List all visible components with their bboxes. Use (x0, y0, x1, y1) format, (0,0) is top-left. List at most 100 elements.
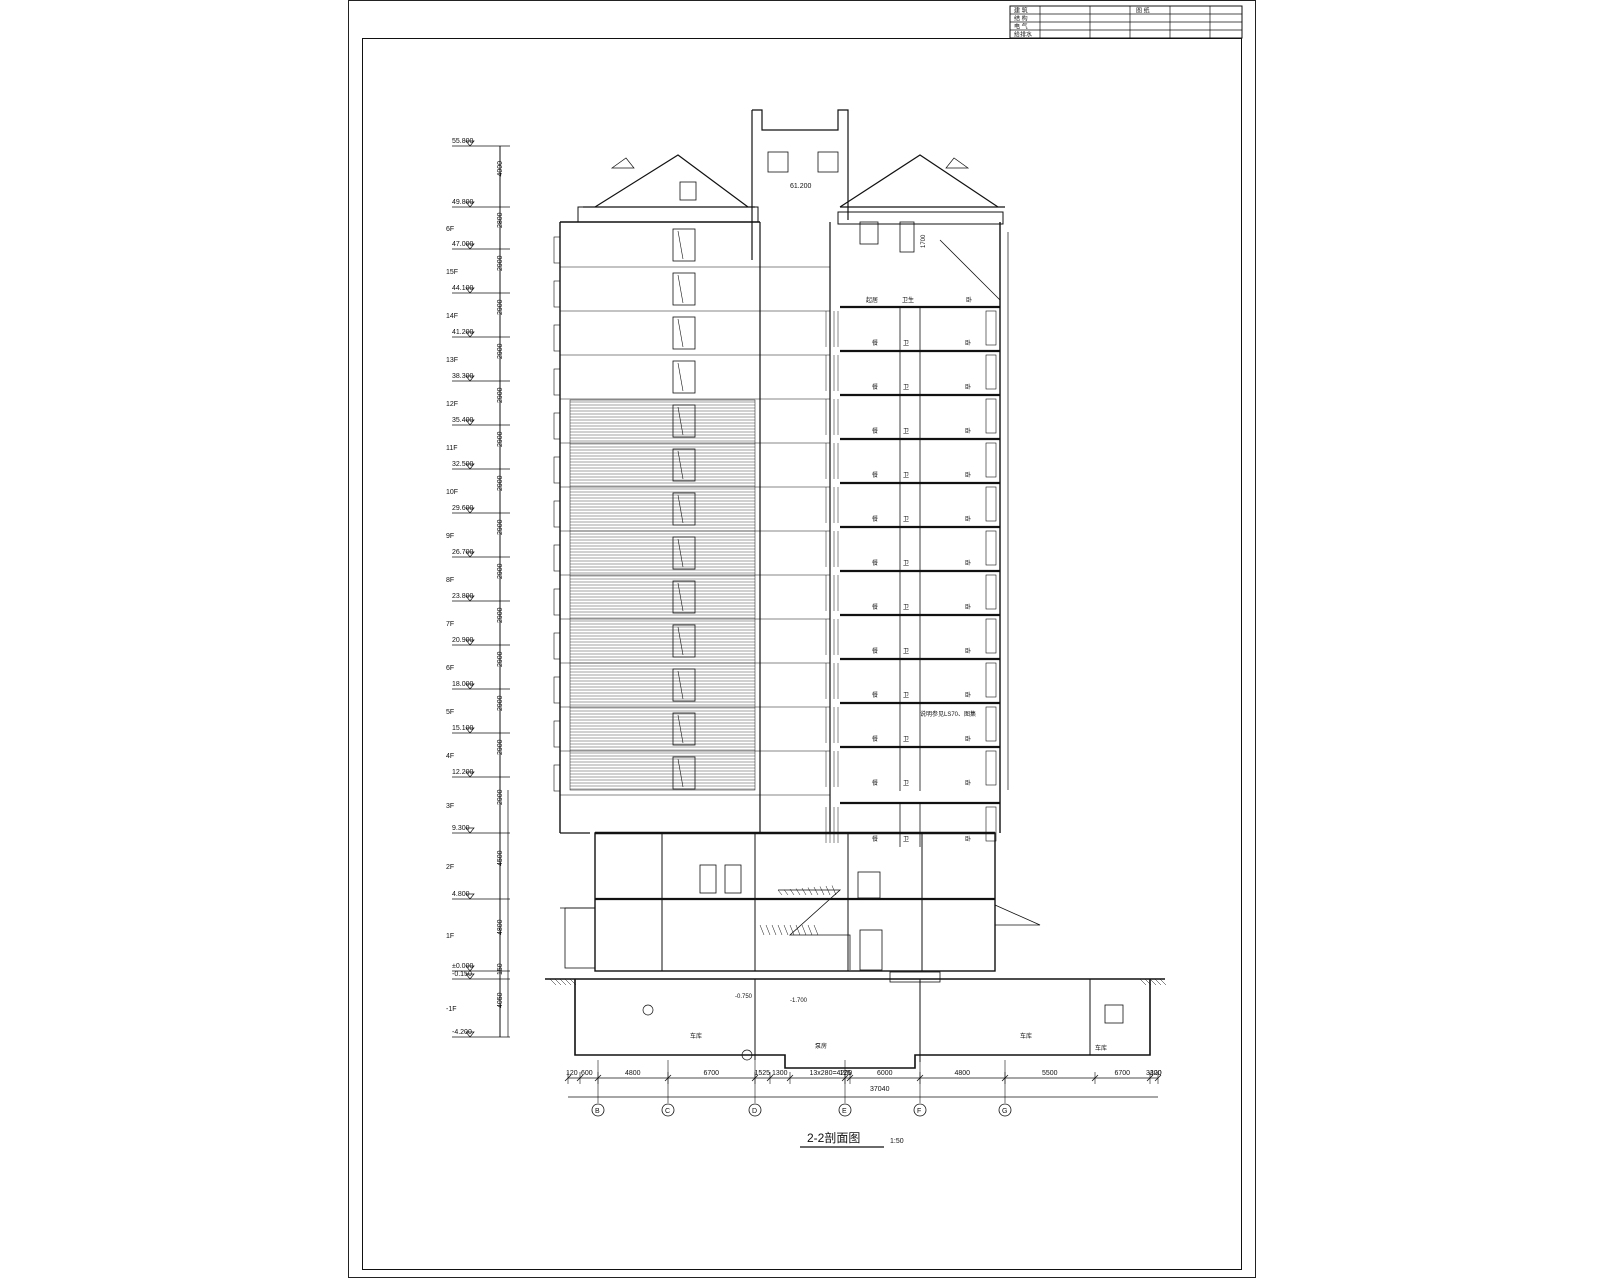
balcony-edge (553, 720, 561, 748)
window-left (672, 404, 696, 438)
podium-outline (594, 832, 996, 972)
stair-tread (771, 924, 777, 936)
floor-label: -1F (446, 1006, 457, 1013)
room-label: 卫 (903, 516, 909, 523)
level-value: 55.800 (452, 138, 474, 145)
bottom-dim-label: 13x280=4200 (810, 1070, 853, 1077)
balcony-edge (553, 280, 561, 308)
room-label: 卫 (903, 560, 909, 567)
level-marker-icon (465, 1031, 475, 1038)
window-glazing (677, 318, 684, 348)
ground-hatch (559, 978, 567, 986)
stair-tread (813, 886, 819, 896)
level-value: 41.200 (452, 329, 474, 336)
drawing-sheet (348, 0, 1256, 1278)
room-label: 卫 (903, 340, 909, 347)
machine-room-top (752, 109, 849, 220)
room-label: 卧 (965, 735, 971, 743)
grid-axis-label: C (665, 1108, 670, 1115)
room-label: 卧 (965, 471, 971, 479)
level-marker-icon (465, 973, 475, 980)
bottom-dim-label: 120 (1150, 1070, 1162, 1077)
room-label: 餐 (872, 603, 878, 611)
balcony-edge (553, 632, 561, 660)
window-left (672, 228, 696, 262)
basement-marker-icon (642, 1004, 654, 1016)
level-marker-icon (465, 375, 475, 382)
level-value: 9.300 (452, 825, 470, 832)
floor-label: 1F (446, 933, 454, 940)
stair-tread (831, 885, 837, 896)
note-label: 说明参见LS70、图集 (920, 710, 976, 718)
title-block-extra: 图 纸 (1136, 7, 1150, 15)
floor-label: 15F (446, 269, 458, 276)
window-right (985, 310, 997, 346)
grid-axis-bubble (661, 1103, 675, 1117)
level-marker-icon (465, 639, 475, 646)
room-label: 卫 (903, 692, 909, 699)
floor-label: 9F (446, 533, 454, 540)
stair-tread (801, 887, 807, 896)
room-label: 卧 (965, 691, 971, 699)
basement-room-label: 车库 (690, 1032, 702, 1040)
stair-diagonal (939, 239, 1001, 301)
stair-tread (807, 924, 813, 936)
window-glazing (677, 494, 684, 524)
level-marker-icon (465, 507, 475, 514)
level-marker-icon (465, 331, 475, 338)
level-marker-icon (465, 827, 475, 834)
room-label: 餐 (872, 515, 878, 523)
stair-tread (783, 924, 789, 936)
stair-tread (813, 924, 819, 936)
segment-dim: 2900 (497, 387, 504, 403)
balcony-edge (553, 236, 561, 264)
segment-dim: 2900 (497, 607, 504, 623)
upper-window-2 (899, 221, 915, 253)
bottom-dim-label: 120 (566, 1070, 578, 1077)
level-value: 32.500 (452, 461, 474, 468)
bottom-dim-label: 6000 (877, 1070, 893, 1077)
room-label: 餐 (872, 427, 878, 435)
basement-level-label: -0.750 (735, 994, 753, 1000)
bottom-dim-label: 3300 (1146, 1070, 1162, 1077)
title-block-label: 建 筑 (1014, 7, 1028, 15)
stair-dim: 1700 (921, 234, 927, 248)
bottom-dim-label: 1525 (755, 1070, 771, 1077)
ground-hatch (554, 978, 562, 986)
balcony-edge (553, 676, 561, 704)
segment-dim: 4500 (497, 850, 504, 866)
level-marker-icon (465, 463, 475, 470)
stair-tread (777, 924, 783, 936)
window-left (672, 272, 696, 306)
roof-slope-tag-right (945, 157, 970, 169)
bottom-dim-label: 4800 (625, 1070, 641, 1077)
segment-dim: 4050 (497, 992, 504, 1008)
segment-dim: 2900 (497, 789, 504, 805)
basement-level-label: -1.700 (790, 998, 808, 1004)
room-label: 卧 (965, 603, 971, 611)
balcony-edge (553, 500, 561, 528)
stair-tread (825, 885, 831, 896)
segment-dim: 2900 (497, 519, 504, 535)
bottom-dim-label: 600 (581, 1070, 593, 1077)
room-label: 卫 (903, 836, 909, 843)
window-glazing (677, 714, 684, 744)
stair-tread (789, 924, 795, 936)
roof-slope-tag-left (610, 157, 635, 169)
window-glazing (677, 670, 684, 700)
ramp-element (889, 971, 941, 983)
basement-room-label: 车库 (1095, 1044, 1107, 1052)
segment-dim: 2900 (497, 343, 504, 359)
level-value: 44.100 (452, 285, 474, 292)
stair-tread (759, 924, 765, 936)
level-value: 20.900 (452, 637, 474, 644)
window-glazing (677, 230, 684, 260)
stair-tread (807, 887, 813, 896)
window-left (672, 624, 696, 658)
window-right (985, 618, 997, 654)
entrance-canopy (560, 907, 596, 930)
level-marker-icon (465, 201, 475, 208)
floor-label: 6F (446, 226, 454, 233)
window-left (672, 756, 696, 790)
